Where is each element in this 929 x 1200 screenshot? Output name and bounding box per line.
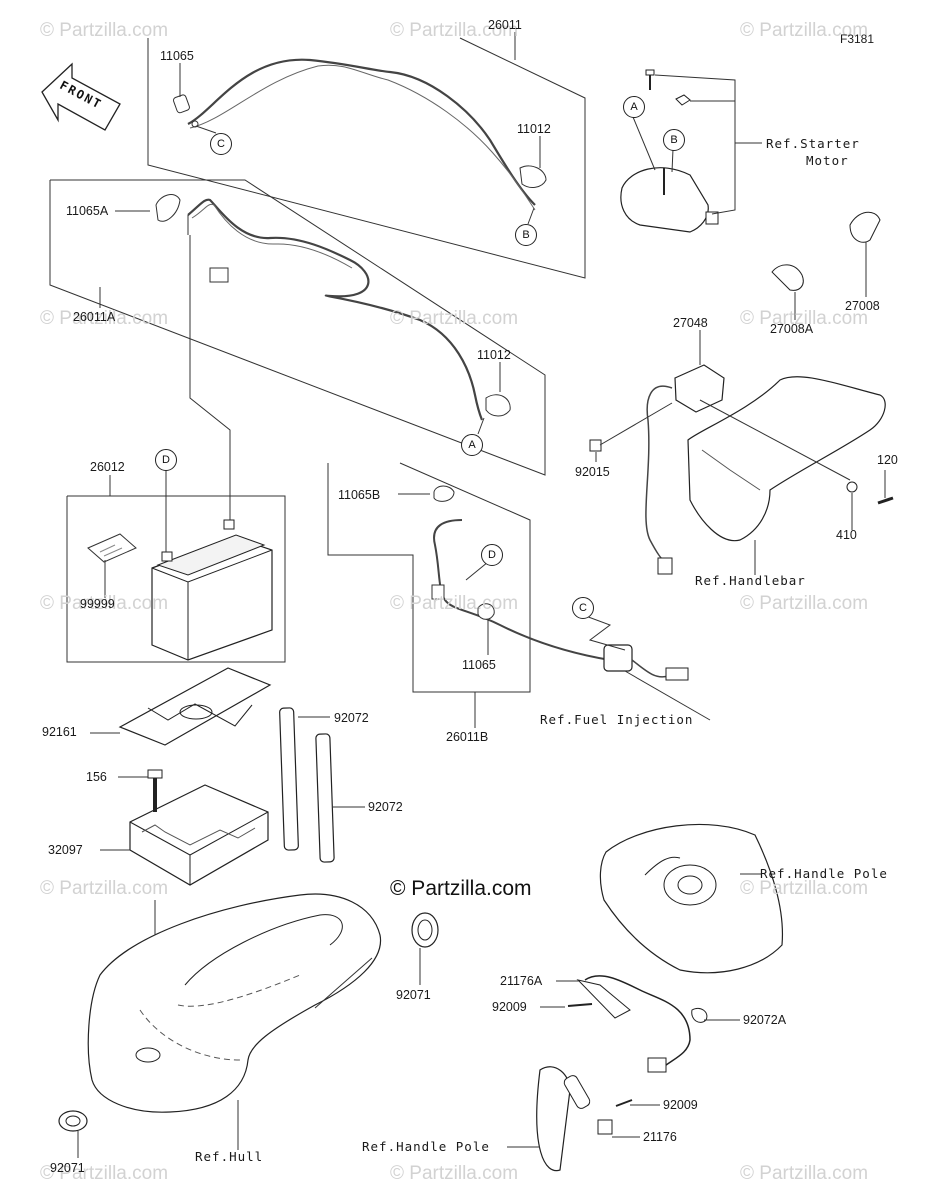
- part-number: 27008A: [770, 322, 814, 336]
- handlebar-bracket: [687, 376, 886, 542]
- switch-27048: [674, 364, 725, 413]
- watermark: © Partzilla.com: [40, 20, 169, 41]
- part-number: 99999: [80, 597, 115, 611]
- part-number: 11012: [517, 122, 551, 136]
- watermark: © Partzilla.com: [740, 308, 869, 329]
- part-number: 92161: [42, 725, 77, 739]
- part-number: 11065: [462, 658, 496, 672]
- watermark: © Partzilla.com: [390, 1163, 519, 1184]
- part-number: 92071: [396, 988, 431, 1002]
- box-26011b: [327, 462, 531, 693]
- circle-letter-b: B: [515, 224, 537, 246]
- watermark: © Partzilla.com: [740, 20, 869, 41]
- hull: [87, 893, 382, 1113]
- part-number: 92071: [50, 1161, 85, 1175]
- part-number: 26011: [488, 18, 522, 32]
- part-number: 11012: [477, 348, 511, 362]
- part-number: 92015: [575, 465, 610, 479]
- copyright-label: © Partzilla.com: [390, 877, 532, 900]
- watermark: © Partzilla.com: [740, 593, 869, 614]
- ref-label: Ref.Hull: [195, 1149, 264, 1164]
- ref-label: Ref.Handle Pole: [362, 1139, 490, 1154]
- part-number: 21176: [643, 1130, 677, 1144]
- part-number: 32097: [48, 843, 83, 857]
- circle-letter-c: C: [210, 133, 232, 155]
- box-26011a: [49, 179, 546, 476]
- part-number: 120: [877, 453, 898, 467]
- part-number: 26011B: [446, 730, 489, 744]
- watermark: © Partzilla.com: [390, 593, 519, 614]
- part-number: 92072: [334, 711, 369, 725]
- ref-label: Ref.Starter: [766, 136, 860, 151]
- part-number: 27048: [673, 316, 708, 330]
- harness-26011: [187, 58, 536, 206]
- grommet-92071-right: [411, 912, 439, 948]
- part-number: 21176A: [500, 974, 543, 988]
- front-arrow: [41, 62, 121, 131]
- battery-tray: [118, 667, 272, 746]
- circle-letter-d: D: [481, 544, 503, 566]
- circle-letter-a: A: [461, 434, 483, 456]
- box-26011: [147, 37, 586, 279]
- part-number: 410: [836, 528, 857, 542]
- handle-pole-plate: [599, 823, 784, 974]
- part-number: 92009: [492, 1000, 527, 1014]
- harness-26011a: [187, 198, 484, 421]
- part-number: 11065A: [66, 204, 109, 218]
- part-number: 156: [86, 770, 107, 784]
- watermark: © Partzilla.com: [740, 878, 869, 899]
- part-number: 92072: [368, 800, 403, 814]
- watermark: © Partzilla.com: [40, 878, 169, 899]
- watermark: © Partzilla.com: [390, 308, 519, 329]
- part-number: 27008: [845, 299, 880, 313]
- part-number: 11065: [160, 49, 194, 63]
- ref-label: Ref.Handle Pole: [760, 866, 888, 881]
- part-number: 92009: [663, 1098, 698, 1112]
- part-number: 11065B: [338, 488, 381, 502]
- watermark: © Partzilla.com: [40, 593, 169, 614]
- watermark: © Partzilla.com: [40, 308, 169, 329]
- circle-letter-a: A: [623, 96, 645, 118]
- part-number: 26012: [90, 460, 125, 474]
- part-number: 92072A: [743, 1013, 787, 1027]
- circle-letter-b: B: [663, 129, 685, 151]
- strap-92072-b: [315, 733, 335, 863]
- watermark: © Partzilla.com: [40, 1163, 169, 1184]
- part-number: 26011A: [73, 310, 116, 324]
- harness-26011b: [433, 519, 611, 661]
- box-26012: [66, 495, 286, 663]
- strap-92072-a: [279, 707, 299, 851]
- watermark: © Partzilla.com: [390, 20, 519, 41]
- battery-case: [129, 784, 269, 886]
- watermark: © Partzilla.com: [740, 1163, 869, 1184]
- grommet-92071-bottom: [58, 1110, 88, 1132]
- ref-label: Motor: [806, 153, 849, 168]
- ref-label: Ref.Fuel Injection: [540, 712, 694, 727]
- circle-letter-c: C: [572, 597, 594, 619]
- circle-letter-d: D: [155, 449, 177, 471]
- ref-label: Ref.Handlebar: [695, 573, 806, 588]
- diagram-code: F3181: [840, 32, 875, 46]
